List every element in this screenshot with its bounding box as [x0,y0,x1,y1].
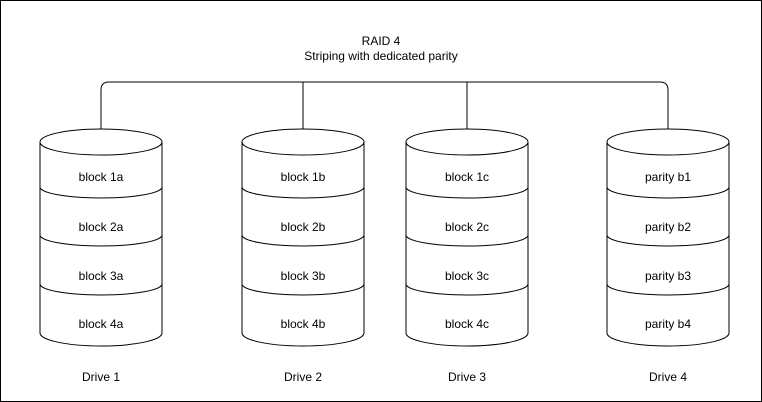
block-label: block 4b [281,317,326,331]
block-label: block 3c [445,269,489,283]
cylinder-outline [39,128,163,347]
block-label: block 3a [79,269,124,283]
block-label: block 2a [79,220,124,234]
block-label: parity b4 [645,317,691,331]
cylinder-outline [606,128,730,347]
block-label: block 2b [281,220,326,234]
bus-connector-line [100,81,669,129]
block-label: block 1c [445,170,489,184]
block-divider [241,186,365,199]
block-divider [606,283,730,296]
drive-label-4: Drive 4 [649,370,687,384]
block-label: block 3b [281,269,326,283]
block-divider [39,234,163,247]
diagram-subtitle: Striping with dedicated parity [304,49,458,63]
block-label: parity b1 [645,170,691,184]
drive-label-1: Drive 1 [82,370,120,384]
block-divider [39,186,163,199]
cylinder-top-rim [606,141,730,156]
drive-cylinder-2: block 1b block 2b block 3b block 4b [241,128,365,347]
block-divider [405,186,529,199]
cylinder-top-rim [39,141,163,156]
drive-cylinder-4: parity b1 parity b2 parity b3 parity b4 [606,128,730,347]
diagram-title: RAID 4 [361,34,401,48]
cylinder-outline [405,128,529,347]
cylinder-top-rim [405,141,529,156]
title-block: RAID 4 Striping with dedicated parity [1,34,761,64]
block-label: block 1b [281,170,326,184]
block-label: parity b3 [645,269,691,283]
block-label: block 2c [445,220,489,234]
block-divider [241,283,365,296]
cylinder-top-rim [241,141,365,156]
block-divider [405,283,529,296]
block-divider [241,234,365,247]
block-label: block 4c [445,317,489,331]
block-divider [405,234,529,247]
block-label: block 1a [79,170,124,184]
block-divider [606,186,730,199]
block-label: parity b2 [645,220,691,234]
drive-cylinder-1: block 1a block 2a block 3a block 4a [39,128,163,347]
drive-label-2: Drive 2 [284,370,322,384]
block-divider [606,234,730,247]
block-label: block 4a [79,317,124,331]
drive-label-3: Drive 3 [448,370,486,384]
block-divider [39,283,163,296]
cylinder-outline [241,128,365,347]
drive-cylinder-3: block 1c block 2c block 3c block 4c [405,128,529,347]
